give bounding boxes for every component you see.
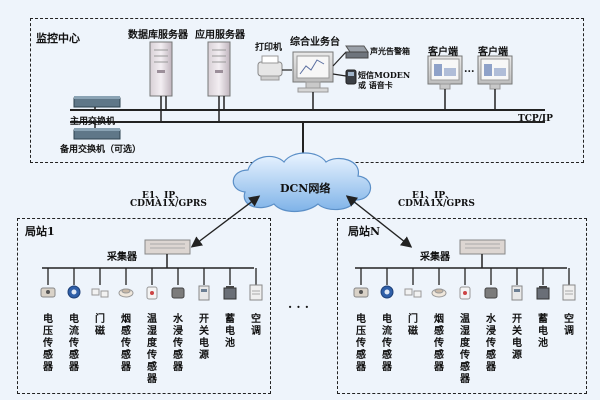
application-server-icon <box>207 41 231 97</box>
air-conditioner-icon <box>562 284 576 301</box>
monitoring-center-label: 监控中心 <box>36 32 80 45</box>
switching-power-icon <box>198 285 210 301</box>
link-right <box>345 195 413 248</box>
sensor-label: 电压传感器 <box>43 314 53 373</box>
sensor-label: 电流传感器 <box>382 314 392 373</box>
station-n-box <box>337 218 587 394</box>
sensor-label: 空调 <box>564 314 574 337</box>
backup-switch-label: 备用交换机（可选） <box>60 145 142 155</box>
workstation-icon <box>292 51 334 93</box>
sensor-label: 烟感传感器 <box>121 314 131 373</box>
sensor-label: 开关电源 <box>512 314 522 361</box>
water-sensor-icon <box>171 287 185 299</box>
sensor-label: 温湿度传感器 <box>147 314 157 385</box>
smoke-sensor-icon <box>118 288 134 298</box>
workstation-label: 综合业务台 <box>290 37 340 48</box>
client-1-label: 客户端 <box>428 47 458 58</box>
collector-1-icon <box>144 239 191 255</box>
link-left <box>190 195 261 248</box>
sensor-label: 电流传感器 <box>69 314 79 373</box>
link-right-label-1: E1、IP、 <box>412 191 455 201</box>
sensor-label: 空调 <box>251 314 261 337</box>
current-sensor-icon <box>67 285 81 299</box>
temperature-humidity-sensor-icon <box>146 286 158 300</box>
main-switch-icon <box>73 96 121 108</box>
database-server-icon <box>149 41 173 97</box>
link-left-label-1: E1、IP、 <box>142 191 185 201</box>
modem-icon <box>345 69 357 85</box>
sensor-label: 门磁 <box>408 314 418 337</box>
sensor-label: 电压传感器 <box>356 314 366 373</box>
station-1-label: 局站1 <box>25 225 55 238</box>
between-stations-ellipsis: · · · <box>288 300 309 314</box>
modem-label-line2: 或 语音卡 <box>358 80 393 90</box>
station-1-box <box>17 218 271 394</box>
switching-power-icon <box>511 285 523 301</box>
protocol-label: TCP/IP <box>518 114 553 124</box>
sensor-layer <box>40 268 576 301</box>
water-sensor-icon <box>484 287 498 299</box>
smoke-sensor-icon <box>431 288 447 298</box>
sensor-label: 烟感传感器 <box>434 314 444 373</box>
app-server-label: 应用服务器 <box>195 30 245 41</box>
client-2-label: 客户端 <box>478 47 508 58</box>
printer-icon <box>257 55 283 81</box>
main-switch-label: 主用交换机 <box>70 117 116 127</box>
dcn-cloud-icon <box>232 152 372 213</box>
door-magnet-icon <box>404 288 422 298</box>
printer-label: 打印机 <box>255 43 283 53</box>
sensor-label: 蓄电池 <box>225 314 235 349</box>
modem-label-line1: 短信MODEN <box>358 70 411 80</box>
battery-icon <box>223 286 237 300</box>
sensor-label: 水浸传感器 <box>173 314 183 373</box>
link-left-label-2: CDMA1X/GPRS <box>130 199 207 209</box>
battery-icon <box>536 286 550 300</box>
collector-n-icon <box>459 239 506 255</box>
temperature-humidity-sensor-icon <box>459 286 471 300</box>
voltage-sensor-icon <box>353 287 369 298</box>
alarm-box-icon <box>345 45 369 59</box>
air-conditioner-icon <box>249 284 263 301</box>
db-server-label: 数据库服务器 <box>128 30 188 41</box>
collector-n-label: 采集器 <box>420 252 450 263</box>
station-n-label: 局站N <box>348 225 381 238</box>
client-ellipsis: ... <box>464 64 475 75</box>
sensor-label: 温湿度传感器 <box>460 314 470 385</box>
sensor-label: 水浸传感器 <box>486 314 496 373</box>
sensor-label: 门磁 <box>95 314 105 337</box>
collector-1-label: 采集器 <box>107 252 137 263</box>
backup-switch-icon <box>73 128 121 140</box>
dcn-cloud-label: DCN网络 <box>280 182 331 195</box>
door-magnet-icon <box>91 288 109 298</box>
sensor-label: 蓄电池 <box>538 314 548 349</box>
sensor-label: 开关电源 <box>199 314 209 361</box>
alarm-box-label: 声光告警箱 <box>370 46 410 56</box>
client-1-icon <box>427 55 463 90</box>
client-2-icon <box>477 55 513 90</box>
link-right-label-2: CDMA1X/GPRS <box>398 199 475 209</box>
current-sensor-icon <box>380 285 394 299</box>
voltage-sensor-icon <box>40 287 56 298</box>
